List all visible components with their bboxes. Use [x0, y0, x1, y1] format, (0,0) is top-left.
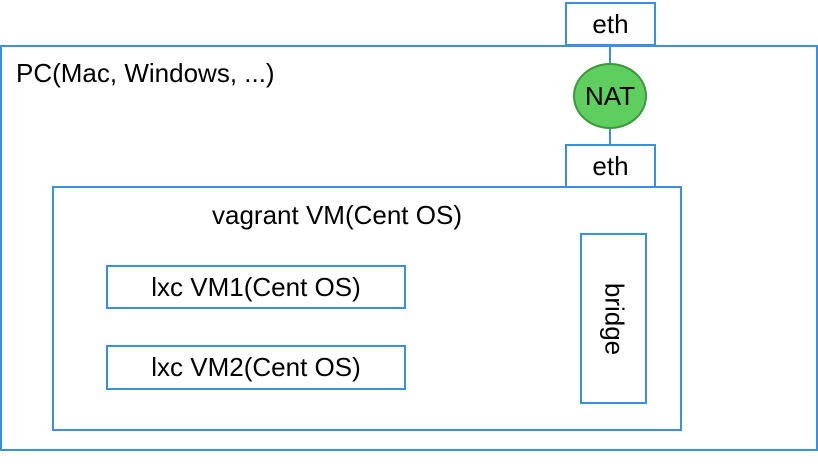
nat-node: NAT: [573, 63, 647, 129]
connector-eth-top-nat: [609, 45, 611, 70]
vagrant-vm-label: vagrant VM(Cent OS): [212, 200, 462, 230]
lxc-vm2-box: lxc VM2(Cent OS): [106, 345, 406, 390]
eth-top-box: eth: [565, 2, 656, 46]
eth-bottom-box: eth: [565, 144, 656, 188]
lxc-vm1-box: lxc VM1(Cent OS): [106, 265, 406, 309]
pc-label: PC(Mac, Windows, ...): [16, 58, 275, 88]
bridge-label: bridge: [599, 282, 629, 355]
connector-nat-eth-bottom: [609, 125, 611, 145]
bridge-box: bridge: [580, 233, 647, 404]
